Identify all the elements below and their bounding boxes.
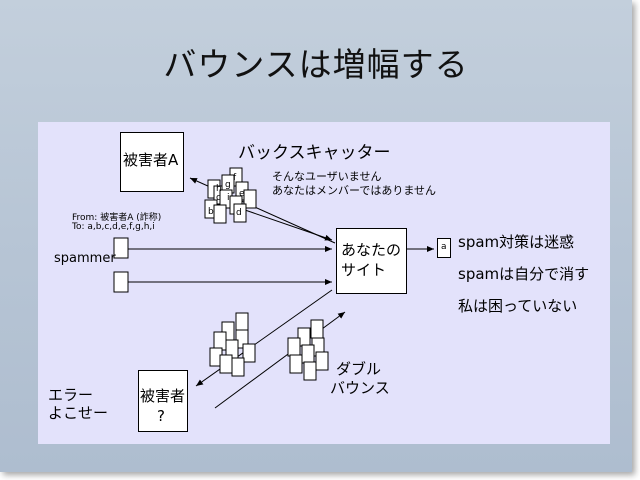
victim-a-label: 被害者A xyxy=(123,151,179,169)
double-bounce-card xyxy=(303,361,317,381)
note-3: 私は困っていない xyxy=(458,297,578,315)
double-bounce-line-1: ダブル xyxy=(336,360,382,378)
double-bounce-card xyxy=(301,344,315,364)
double-bounce-card xyxy=(287,337,301,357)
site-label-line1: あなたの xyxy=(341,241,402,259)
card-letter: b xyxy=(208,207,214,217)
card-letter: f xyxy=(233,173,237,183)
backscatter-card xyxy=(233,203,247,223)
envelope-from: From: 被害者A (詐称) xyxy=(72,213,162,223)
slide-title: バウンスは増幅する xyxy=(163,45,469,84)
error-line-2: よこせー xyxy=(48,404,109,422)
mailbox: a xyxy=(437,238,451,258)
bounce-card xyxy=(235,312,249,332)
spammer-label: spammer xyxy=(54,251,116,266)
spam-message-top xyxy=(113,237,129,259)
bounce-cards xyxy=(209,312,256,377)
envelope-to: To: a,b,c,d,e,f,g,h,i xyxy=(72,222,155,232)
card-letter: g xyxy=(225,180,231,190)
double-bounce-card xyxy=(310,319,324,339)
victim-a-box: 被害者A xyxy=(120,132,184,192)
card-letter: h xyxy=(216,184,222,194)
bounce-card xyxy=(231,357,245,377)
site-label-line2: サイト xyxy=(341,261,387,279)
double-bounce-cards xyxy=(287,319,329,381)
backscatter-message-1: そんなユーザいません xyxy=(272,170,382,183)
mailbox-label: a xyxy=(441,242,447,252)
bounce-arrow-to-victim-q xyxy=(195,289,333,387)
victim-unknown-line2: ? xyxy=(157,407,165,425)
backscatter-card xyxy=(213,204,227,224)
spam-message-bottom xyxy=(113,271,129,293)
double-bounce-card xyxy=(315,351,329,371)
victim-unknown-box: 被害者 ? xyxy=(138,370,188,432)
card-letter: d xyxy=(236,208,242,218)
note-2: spamは自分で消す xyxy=(458,265,590,283)
site-box: あなたの サイト xyxy=(336,228,407,294)
bounce-card xyxy=(213,331,227,351)
backscatter-heading: バックスキャッター xyxy=(238,143,391,163)
victim-unknown-line1: 被害者 xyxy=(140,387,186,405)
backscatter-arrow-to-site xyxy=(244,209,333,241)
backscatter-card xyxy=(243,189,257,209)
double-bounce-line-2: バウンス xyxy=(330,379,390,397)
card-letter: e xyxy=(239,189,245,199)
error-line-1: エラー xyxy=(48,386,94,404)
note-1: spam対策は迷惑 xyxy=(458,233,575,251)
bounce-card xyxy=(219,354,233,374)
card-letter: c xyxy=(216,193,221,203)
backscatter-cards: h f g c e b d i xyxy=(204,167,257,224)
card-letter: i xyxy=(227,193,230,203)
double-bounce-card xyxy=(289,354,303,374)
bounce-card xyxy=(242,343,256,363)
backscatter-message-2: あなたはメンバーではありません xyxy=(272,184,437,197)
